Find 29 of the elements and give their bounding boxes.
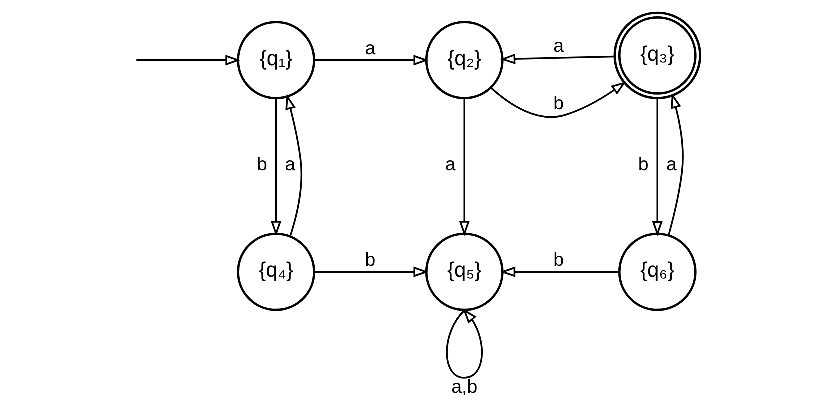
- arrow: [500, 266, 620, 278]
- edge-label: b: [638, 154, 649, 175]
- edge-label: a: [285, 154, 296, 175]
- arrow: [490, 82, 627, 118]
- arrow: [136, 55, 241, 66]
- edge-label: a: [365, 37, 376, 58]
- edge-label: b: [554, 92, 564, 114]
- node-circle: {q₃}: [614, 12, 702, 100]
- arrow: [270, 98, 282, 236]
- edge-label: a: [554, 34, 564, 56]
- arrow: [652, 98, 663, 237]
- arrow: [446, 308, 483, 379]
- edge-label: b: [554, 249, 564, 270]
- node-circle: {q₂}: [425, 21, 504, 100]
- edge-label: a,b: [452, 376, 478, 397]
- arrow: [668, 93, 684, 236]
- edge-label: b: [365, 249, 376, 270]
- node-circle: {q₆}: [618, 232, 697, 312]
- edge-label: a: [666, 154, 677, 175]
- arrow: [459, 98, 470, 236]
- node-circle: {q₁}: [237, 21, 316, 100]
- arrow: [286, 94, 303, 237]
- node-circle: {q₄}: [237, 232, 316, 312]
- arrow: [314, 55, 429, 66]
- arrow: [314, 266, 429, 278]
- node-circle: {q₅}: [425, 232, 504, 312]
- edge-label: b: [257, 154, 268, 175]
- arrow: [500, 54, 615, 64]
- edge-label: a: [445, 154, 456, 175]
